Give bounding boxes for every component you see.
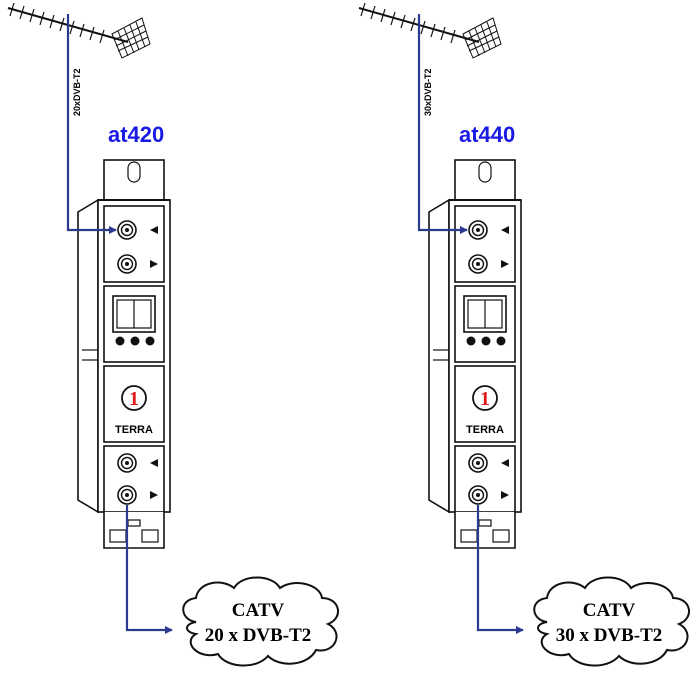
catv-output-wire bbox=[125, 505, 173, 634]
output-connector-icon bbox=[468, 254, 488, 274]
cloud-line-2: 30 x DVB-T2 bbox=[556, 625, 663, 646]
output-connector-icon bbox=[117, 254, 137, 274]
cloud-line-1: CATV bbox=[583, 600, 636, 621]
catv-output-wire bbox=[476, 505, 524, 634]
input-connector-icon bbox=[117, 220, 137, 240]
antenna-feed-wire bbox=[66, 14, 117, 234]
unit-left: 20xDVB-T2 at420 1 TERRA CATV 20 x DVB-T2 bbox=[7, 2, 340, 667]
arrow-left-icon bbox=[150, 226, 158, 234]
control-button bbox=[496, 336, 506, 346]
antenna-feed-wire bbox=[417, 14, 468, 234]
loop-output-connector-icon bbox=[468, 485, 488, 505]
brand-label: TERRA bbox=[115, 424, 153, 436]
arrow-left-icon bbox=[501, 459, 509, 467]
unit-right: 30xDVB-T2 at440 1 TERRA CATV 30 x DVB-T2 bbox=[358, 2, 691, 667]
arrow-left-icon bbox=[150, 459, 158, 467]
input-connector-icon bbox=[468, 220, 488, 240]
cloud-line-2: 20 x DVB-T2 bbox=[205, 625, 312, 646]
control-button bbox=[130, 336, 140, 346]
loop-input-connector-icon bbox=[468, 453, 488, 473]
arrow-right-icon bbox=[150, 260, 158, 268]
catv-cloud: CATV 20 x DVB-T2 bbox=[182, 576, 340, 667]
signal-label: 20xDVB-T2 bbox=[72, 68, 82, 116]
arrow-left-icon bbox=[501, 226, 509, 234]
model-label: at440 bbox=[459, 122, 515, 147]
control-button bbox=[481, 336, 491, 346]
signal-label: 30xDVB-T2 bbox=[423, 68, 433, 116]
arrow-right-icon bbox=[150, 491, 158, 499]
brand-label: TERRA bbox=[466, 424, 504, 436]
control-button bbox=[145, 336, 155, 346]
arrow-right-icon bbox=[501, 491, 509, 499]
catv-cloud: CATV 30 x DVB-T2 bbox=[533, 576, 691, 667]
arrow-right-icon bbox=[501, 260, 509, 268]
badge-number: 1 bbox=[480, 388, 490, 410]
loop-output-connector-icon bbox=[117, 485, 137, 505]
control-button bbox=[466, 336, 476, 346]
cloud-line-1: CATV bbox=[232, 600, 285, 621]
model-label: at420 bbox=[108, 122, 164, 147]
badge-number: 1 bbox=[129, 388, 139, 410]
control-button bbox=[115, 336, 125, 346]
loop-input-connector-icon bbox=[117, 453, 137, 473]
